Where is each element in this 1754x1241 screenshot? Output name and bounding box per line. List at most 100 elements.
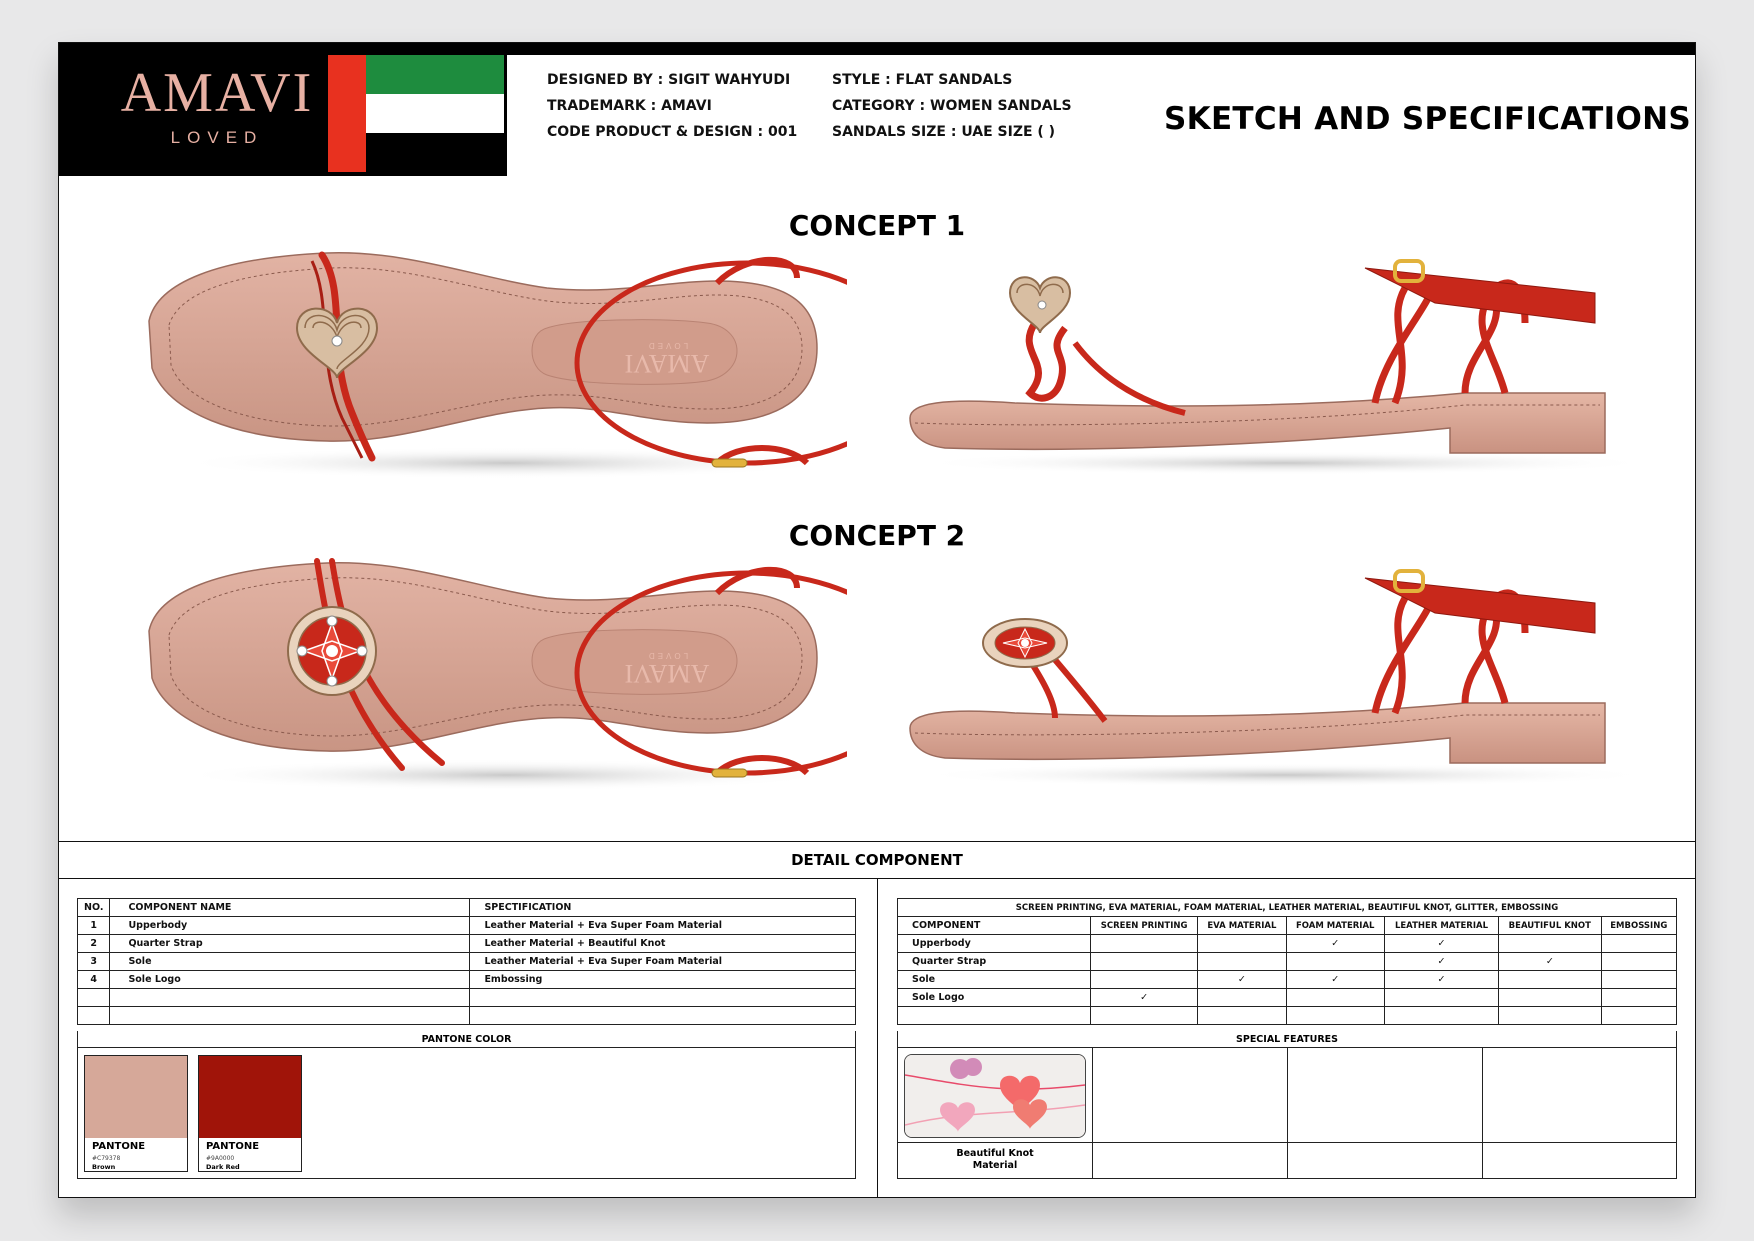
components-table: NO. COMPONENT NAME SPECTIFICATION 1 Uppe… [76,898,856,1025]
swatch-label: PANTONE [206,1141,260,1152]
header-cell: COMPONENT [897,916,1091,935]
insole-logo: AMAVI LOVED [625,341,710,378]
table-row: Quarter Strap ✓ ✓ [897,952,1678,971]
table-cell [1498,970,1602,989]
brand-logo-panel: AMAVI LOVED [59,43,507,176]
brand-tagline: LOVED [170,128,264,147]
table-cell [1089,1006,1199,1025]
table-cell [1089,952,1199,971]
table-cell [1285,1006,1385,1025]
header-cell: EMBOSSING [1600,916,1678,935]
table-cell [1498,1006,1602,1025]
category: CATEGORY : WOMEN SANDALS [832,98,1072,114]
header-cell: SCREEN PRINTING [1089,916,1199,935]
table-cell: Upperbody [897,934,1091,953]
concept-1-side-view [909,259,1655,475]
svg-text:AMAVI: AMAVI [625,349,710,378]
table-cell: Sole [109,952,471,971]
style: STYLE : FLAT SANDALS [832,72,1013,88]
check-icon: ✓ [1383,970,1500,989]
swatch-name: Brown [92,1163,116,1171]
header-cell: LEATHER MATERIAL [1383,916,1500,935]
table-cell [1600,934,1678,953]
svg-text:LOVED: LOVED [646,651,688,660]
table-header-row: NO. COMPONENT NAME SPECTIFICATION [76,898,856,917]
table-row: Sole ✓ ✓ ✓ [897,970,1678,989]
table-cell: Quarter Strap [109,934,471,953]
table-row [897,1006,1678,1025]
table-row: 3 Sole Leather Material + Eva Super Foam… [76,952,856,971]
pantone-panel: PANTONE #C79378 Brown PANTONE #9A0000 Da… [77,1048,856,1179]
check-icon: ✓ [1197,970,1287,989]
feature-divider [898,1142,1677,1143]
swatch-color [85,1056,187,1138]
table-row: Sole Logo ✓ [897,988,1678,1007]
designed-by: DESIGNED BY : SIGIT WAHYUDI [547,72,791,88]
table-cell [1197,952,1287,971]
table-row [76,1006,856,1025]
check-icon: ✓ [1285,934,1385,953]
feature-divider [1092,1048,1093,1178]
table-header-row: COMPONENT SCREEN PRINTING EVA MATERIAL F… [897,916,1678,935]
header-cell: BEAUTIFUL KNOT [1498,916,1602,935]
pantone-swatch-dark-red: PANTONE #9A0000 Dark Red [198,1055,302,1172]
feature-caption-line: Material [972,1160,1018,1171]
header-cell: COMPONENT NAME [109,898,471,917]
table-cell [1383,1006,1500,1025]
table-cell [897,1006,1091,1025]
table-cell [469,988,856,1007]
brand-logo: AMAVI [120,62,314,124]
style-info: STYLE : FLAT SANDALS CATEGORY : WOMEN SA… [832,67,1072,145]
table-cell: 2 [76,934,111,953]
feature-divider [1287,1048,1288,1178]
materials-table: SCREEN PRINTING, EVA MATERIAL, FOAM MATE… [897,898,1678,1025]
feature-divider [1482,1048,1483,1178]
table-row: Upperbody ✓ ✓ [897,934,1678,953]
detail-title: DETAIL COMPONENT [59,842,1695,879]
svg-text:LOVED: LOVED [646,341,688,350]
table-cell [1383,988,1500,1007]
table-row: 4 Sole Logo Embossing [76,970,856,989]
table-cell: Leather Material + Eva Super Foam Materi… [469,916,856,935]
table-cell [1285,988,1385,1007]
table-cell [1600,988,1678,1007]
table-cell: Embossing [469,970,856,989]
table-cell: Quarter Strap [897,952,1091,971]
table-cell [1498,934,1602,953]
table-cell: Sole Logo [897,988,1091,1007]
materials-title: SCREEN PRINTING, EVA MATERIAL, FOAM MATE… [897,898,1677,917]
check-icon: ✓ [1285,970,1385,989]
concept-2-label: CONCEPT 2 [788,519,966,552]
svg-text:AMAVI: AMAVI [625,659,710,688]
table-title-row: SCREEN PRINTING, EVA MATERIAL, FOAM MATE… [897,898,1677,917]
section-divider [877,878,878,1198]
table-row: 1 Upperbody Leather Material + Eva Super… [76,916,856,935]
pantone-title: PANTONE COLOR [77,1031,856,1048]
table-cell: Sole [897,970,1091,989]
product-code: CODE PRODUCT & DESIGN : 001 [547,124,798,140]
special-features-title: SPECIAL FEATURES [897,1031,1677,1048]
table-cell: Upperbody [109,916,471,935]
detail-component-section: DETAIL COMPONENT NO. COMPONENT NAME SPEC… [59,841,1695,1198]
pantone-swatch-brown: PANTONE #C79378 Brown [84,1055,188,1172]
table-cell [1197,988,1287,1007]
spec-sheet: AMAVI LOVED DESIGNED BY : SIGIT WAHYUDI … [58,42,1696,1198]
header-cell: EVA MATERIAL [1197,916,1287,935]
header-cell: NO. [76,898,111,917]
sandals-size: SANDALS SIZE : UAE SIZE ( ) [832,124,1056,140]
table-cell [1600,952,1678,971]
table-cell: 4 [76,970,111,989]
check-icon: ✓ [1383,934,1500,953]
table-cell: Sole Logo [109,970,471,989]
sheet-title: SKETCH AND SPECIFICATIONS [1164,101,1691,137]
swatch-label: PANTONE [92,1141,146,1152]
table-cell [469,1006,856,1025]
concept-1-top-view: AMAVI LOVED [148,251,847,479]
table-cell [1498,988,1602,1007]
table-row: 2 Quarter Strap Leather Material + Beaut… [76,934,856,953]
trademark: TRADEMARK : AMAVI [547,98,712,114]
header-cell: FOAM MATERIAL [1285,916,1385,935]
flower-ornament [287,606,377,696]
table-cell [76,1006,111,1025]
special-features-panel: Beautiful Knot Material [897,1048,1677,1179]
